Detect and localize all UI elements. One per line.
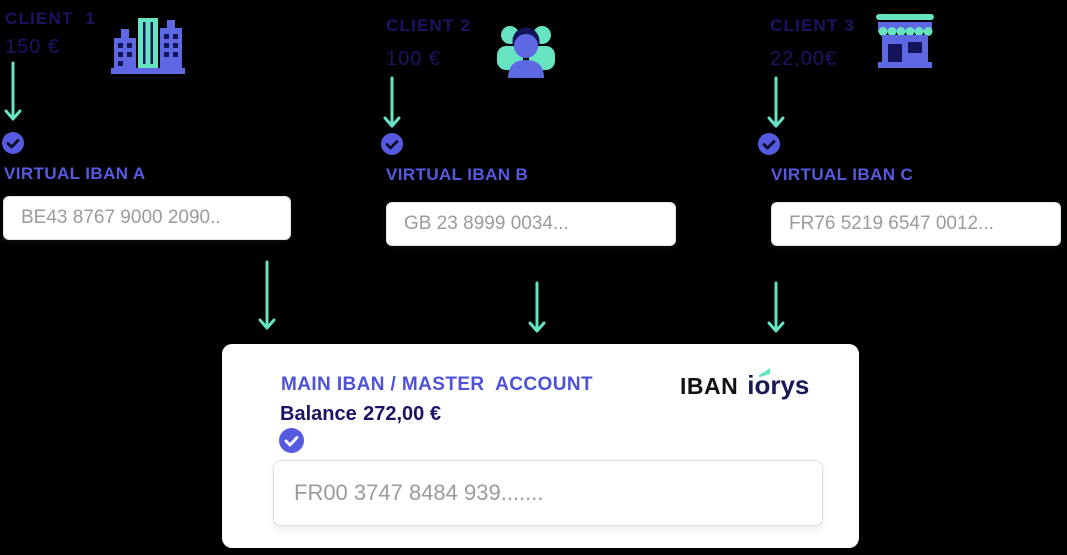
store-icon [876, 14, 934, 68]
client-3-label: CLIENT 3 [770, 16, 856, 35]
arrow-down-icon [767, 281, 785, 333]
check-icon [2, 132, 24, 154]
client-1-label: CLIENT 1 [5, 9, 97, 28]
virtual-iban-b-label: VIRTUAL IBAN B [386, 165, 529, 184]
client-2-amount: 100 € [386, 48, 442, 70]
iban-iorys-logo: IBAN iorys [680, 368, 810, 401]
arrow-down-icon [528, 281, 546, 333]
arrow-down-icon [767, 76, 785, 128]
master-account-card: MAIN IBAN / MASTER ACCOUNT IBAN iorys Ba… [222, 344, 859, 548]
balance-label: Balance [280, 403, 357, 425]
virtual-iban-a-input[interactable] [3, 196, 291, 240]
people-icon [497, 26, 555, 78]
virtual-iban-c-input[interactable] [771, 202, 1061, 246]
check-icon [381, 133, 403, 155]
balance-value: 272,00 € [363, 403, 441, 425]
check-icon [758, 133, 780, 155]
arrow-down-icon [258, 260, 276, 330]
arrow-down-icon [4, 61, 22, 121]
check-icon [279, 428, 304, 453]
client-3-amount: 22,00€ [770, 48, 838, 70]
virtual-iban-c-label: VIRTUAL IBAN C [771, 165, 914, 184]
virtual-iban-a-label: VIRTUAL IBAN A [4, 164, 146, 183]
master-account-title: MAIN IBAN / MASTER ACCOUNT [281, 374, 593, 395]
logo-accent-icon [758, 368, 770, 377]
logo-text-iban: IBAN [680, 373, 739, 399]
virtual-iban-b-input[interactable] [386, 202, 676, 246]
client-1-amount: 150 € [5, 36, 61, 58]
client-2-label: CLIENT 2 [386, 16, 472, 35]
arrow-down-icon [383, 76, 401, 128]
logo-text-iorys: iorys [747, 370, 810, 400]
master-iban-input[interactable] [273, 460, 823, 526]
balance-text: Balance 272,00 € [280, 403, 441, 426]
building-icon [111, 18, 185, 74]
